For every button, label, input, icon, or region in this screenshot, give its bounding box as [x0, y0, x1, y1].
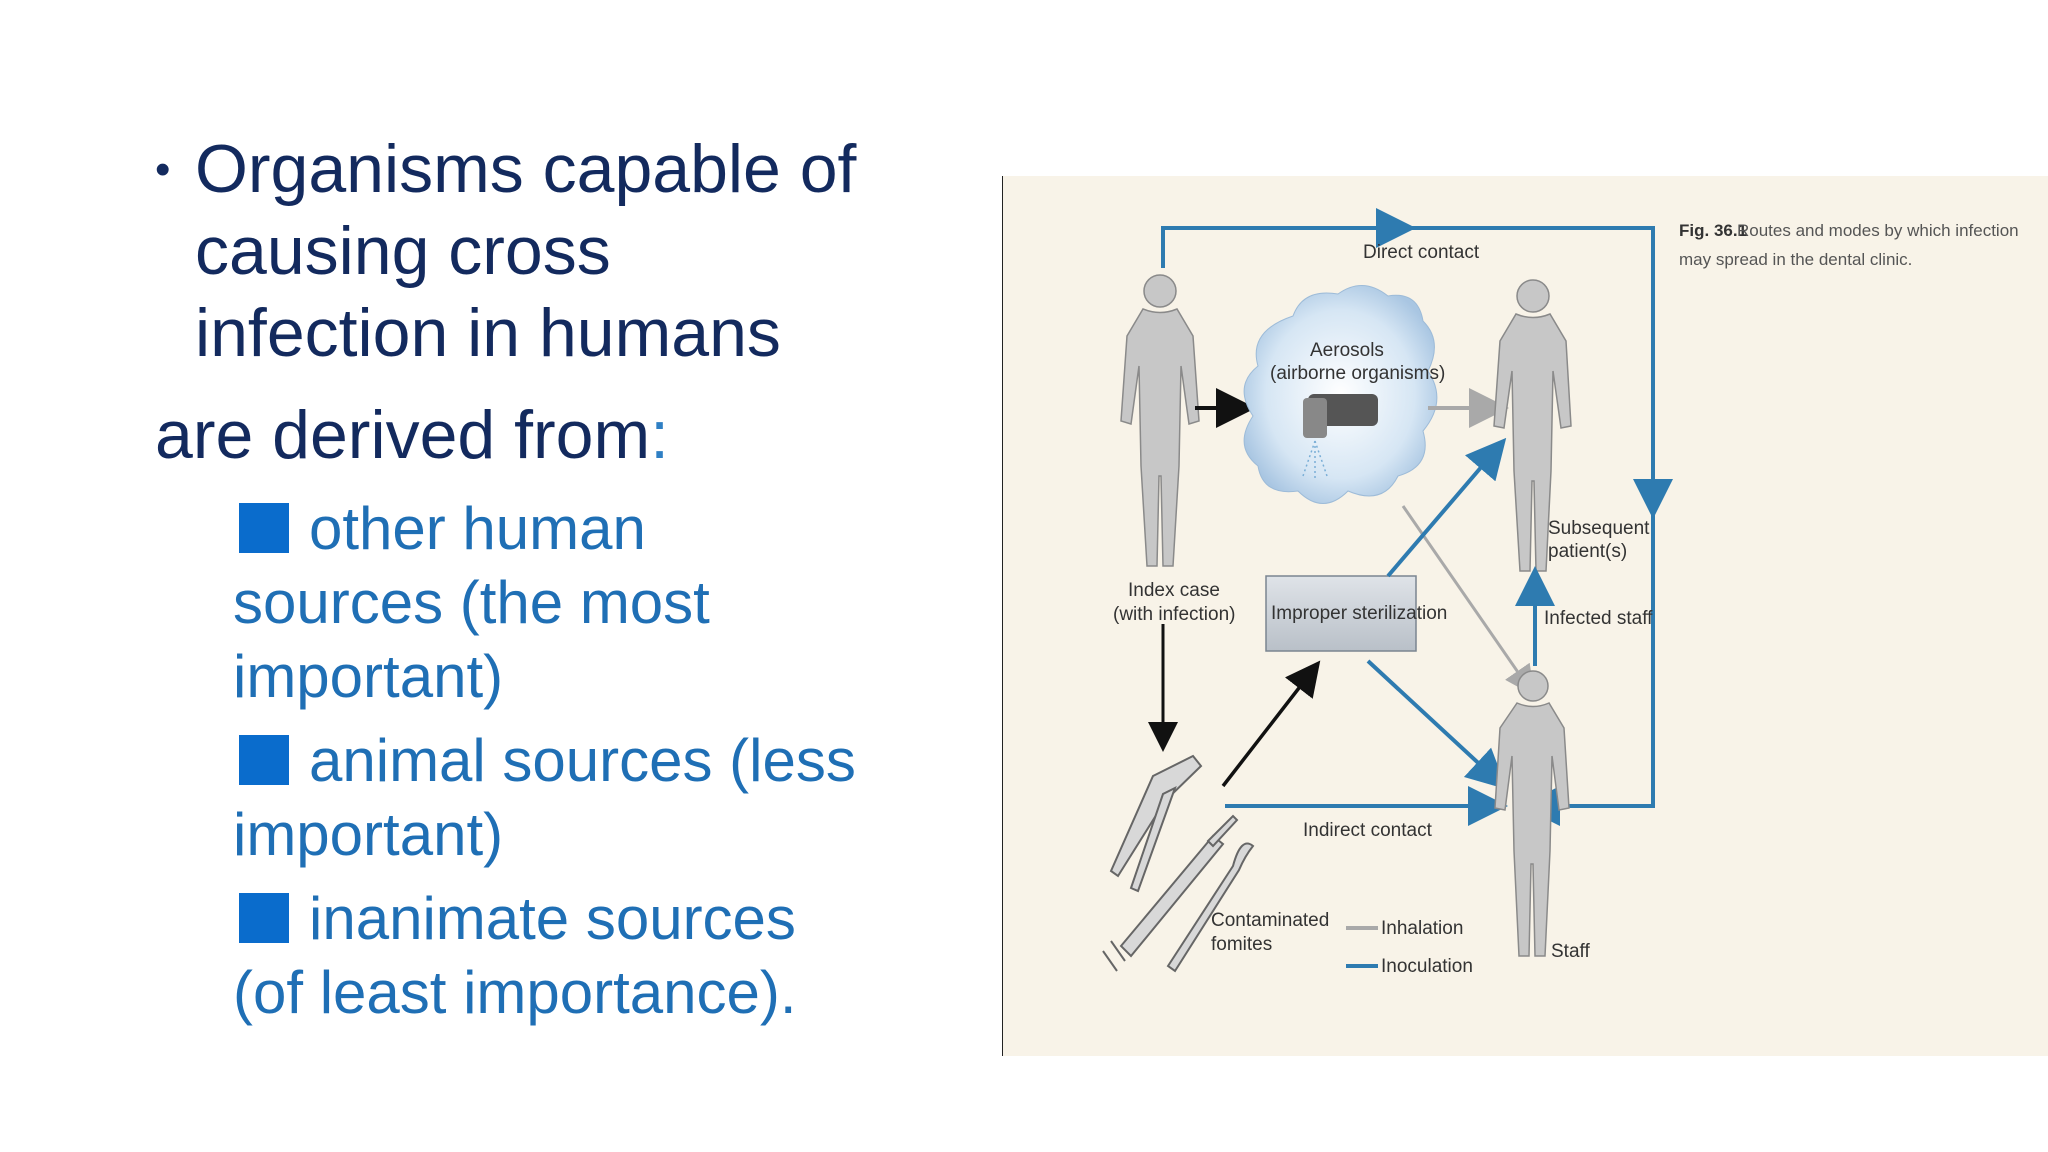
figure-caption-label: Fig. 36.1	[1679, 221, 1747, 240]
derived-text: are derived from	[155, 397, 651, 473]
aerosols-label: Aerosols	[1310, 340, 1384, 361]
sterilization-to-staff-arrow	[1366, 659, 1507, 790]
index-case-label-1: Index case	[1128, 580, 1220, 601]
legend-inoculation-label: Inoculation	[1381, 956, 1473, 977]
fomites-label-2: fomites	[1211, 934, 1272, 955]
bullet-marker: •	[155, 145, 171, 194]
source-text: sources (the most	[233, 569, 710, 636]
source-text: inanimate sources	[309, 885, 796, 952]
improper-sterilization-box	[1265, 575, 1417, 652]
figure-caption-line-1: Routes and modes by which infection	[1737, 221, 2019, 240]
subsequent-patient-figure	[1493, 279, 1572, 572]
index-case-figure	[1120, 274, 1200, 567]
square-bullet-icon	[239, 893, 289, 943]
staff-figure	[1494, 670, 1570, 957]
staff-label: Staff	[1551, 941, 1590, 962]
fomites-to-sterilization-arrow	[1221, 660, 1321, 788]
legend: Inhalation Inoculation	[1346, 918, 1473, 977]
derived-colon: :	[650, 397, 669, 473]
source-text: important)	[233, 801, 504, 868]
main-bullet: • Organisms capable of causing cross inf…	[155, 128, 915, 374]
direct-contact-arrow	[1161, 208, 1673, 826]
source-text: other human	[309, 495, 646, 562]
bullet-line-2: causing cross	[195, 213, 611, 289]
figure-caption-line-2: may spread in the dental clinic.	[1679, 250, 1912, 269]
aerosols-sublabel: (airborne organisms)	[1270, 363, 1445, 384]
source-item-inanimate: inanimate sources (of least importance).	[233, 882, 913, 1030]
subsequent-patient-label-1: Subsequent	[1548, 518, 1650, 539]
square-bullet-icon	[239, 503, 289, 553]
source-text: animal sources (less	[309, 727, 856, 794]
source-text: important)	[233, 643, 504, 710]
indirect-contact-label: Indirect contact	[1303, 820, 1433, 841]
source-text: (of least importance).	[233, 959, 797, 1026]
infection-routes-figure: Direct contact Index case (with infectio…	[1003, 176, 2048, 1056]
bullet-line-3: infection in humans	[195, 295, 781, 371]
subsequent-patient-label-2: patient(s)	[1548, 541, 1627, 562]
index-case-label-2: (with infection)	[1113, 604, 1236, 625]
infected-staff-label: Infected staff	[1544, 608, 1653, 629]
source-list: other human sources (the most important)…	[233, 492, 913, 1040]
diagram-svg: Direct contact Index case (with infectio…	[1102, 208, 2019, 977]
sterilization-to-patient-arrow	[1386, 437, 1507, 578]
bullet-line-1: Organisms capable of	[195, 131, 857, 207]
fomites-label-1: Contaminated	[1211, 910, 1329, 931]
source-item-human: other human sources (the most important)	[233, 492, 913, 714]
aerosol-to-staff-arrow	[1401, 505, 1535, 696]
derived-from-line: are derived from:	[155, 393, 669, 477]
source-item-animal: animal sources (less important)	[233, 724, 913, 872]
direct-contact-label: Direct contact	[1363, 242, 1480, 263]
improper-sterilization-label: Improper sterilization	[1271, 603, 1447, 624]
legend-inhalation-label: Inhalation	[1381, 918, 1463, 939]
aerosol-cloud	[1243, 285, 1438, 504]
square-bullet-icon	[239, 735, 289, 785]
dental-instruments-icon	[1102, 754, 1255, 973]
